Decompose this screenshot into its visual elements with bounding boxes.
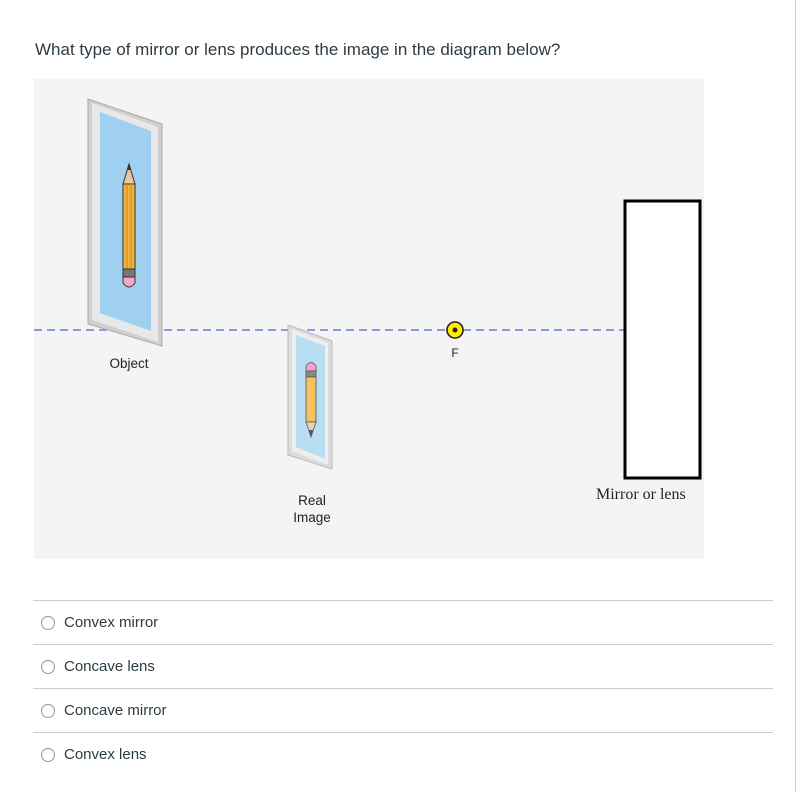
object-pencil (122, 162, 136, 288)
image-pencil (305, 362, 317, 439)
answer-label: Concave mirror (64, 702, 167, 719)
radio-button[interactable] (41, 747, 55, 762)
focal-label: F (451, 346, 459, 360)
answer-option[interactable]: Concave mirror (33, 688, 773, 732)
image-label-line2: Image (293, 510, 331, 525)
answer-label: Concave lens (64, 658, 155, 675)
answer-option[interactable]: Convex lens (33, 732, 773, 776)
object-label: Object (109, 356, 149, 371)
question-text: What type of mirror or lens produces the… (35, 40, 561, 59)
answer-option[interactable]: Convex mirror (33, 600, 773, 644)
answer-label: Convex lens (64, 746, 147, 763)
radio-button[interactable] (41, 615, 55, 630)
mirror-or-lens-box (623, 199, 702, 480)
mirror-label: Mirror or lens (596, 486, 686, 503)
radio-button[interactable] (41, 703, 55, 718)
radio-button[interactable] (41, 659, 55, 674)
focal-point-icon (446, 321, 464, 339)
answer-list: Convex mirror Concave lens Concave mirro… (33, 600, 773, 776)
image-label-line1: Real (298, 493, 326, 508)
answer-label: Convex mirror (64, 614, 159, 631)
optics-diagram: Object F Real Image Mirror or lens (34, 79, 704, 559)
diagram-svg (34, 98, 702, 480)
answer-option[interactable]: Concave lens (33, 644, 773, 688)
image-label: Real Image (284, 492, 340, 526)
